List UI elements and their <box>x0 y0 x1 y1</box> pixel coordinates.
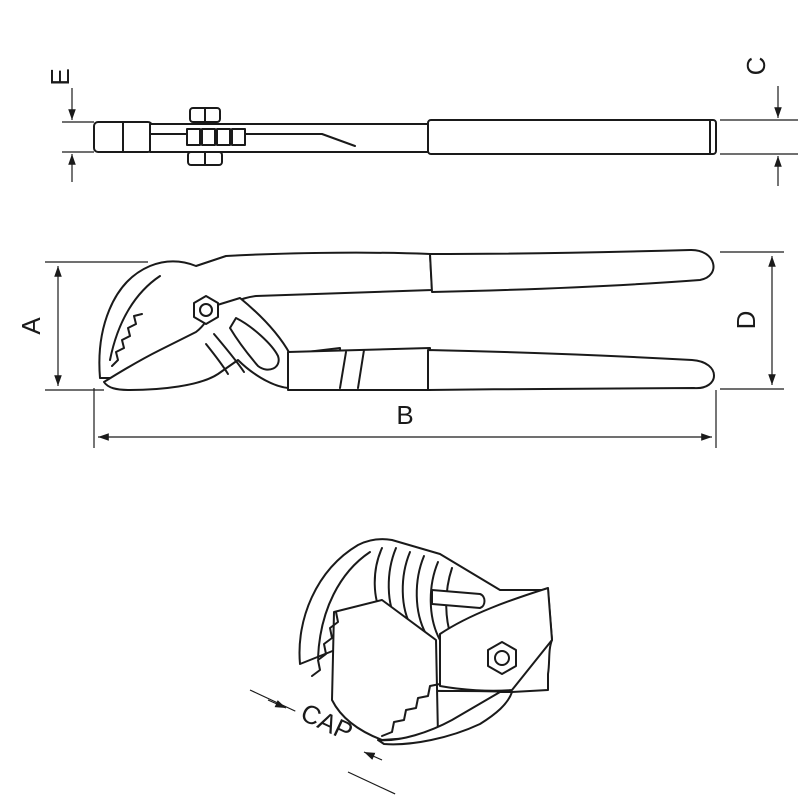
pliers-side-view <box>98 248 715 391</box>
label-b: B <box>396 400 413 430</box>
pliers-top-view <box>93 107 717 166</box>
label-a: A <box>16 317 46 335</box>
dimension-d: D <box>720 251 784 390</box>
label-d: D <box>731 311 761 330</box>
dimension-b: B <box>93 388 717 448</box>
dimension-e: E <box>45 68 94 182</box>
slip-joint-teeth <box>186 128 246 146</box>
label-c: C <box>741 57 771 76</box>
label-e: E <box>45 68 75 85</box>
dimension-c: C <box>720 57 798 186</box>
jaw-capacity-detail <box>298 538 553 746</box>
